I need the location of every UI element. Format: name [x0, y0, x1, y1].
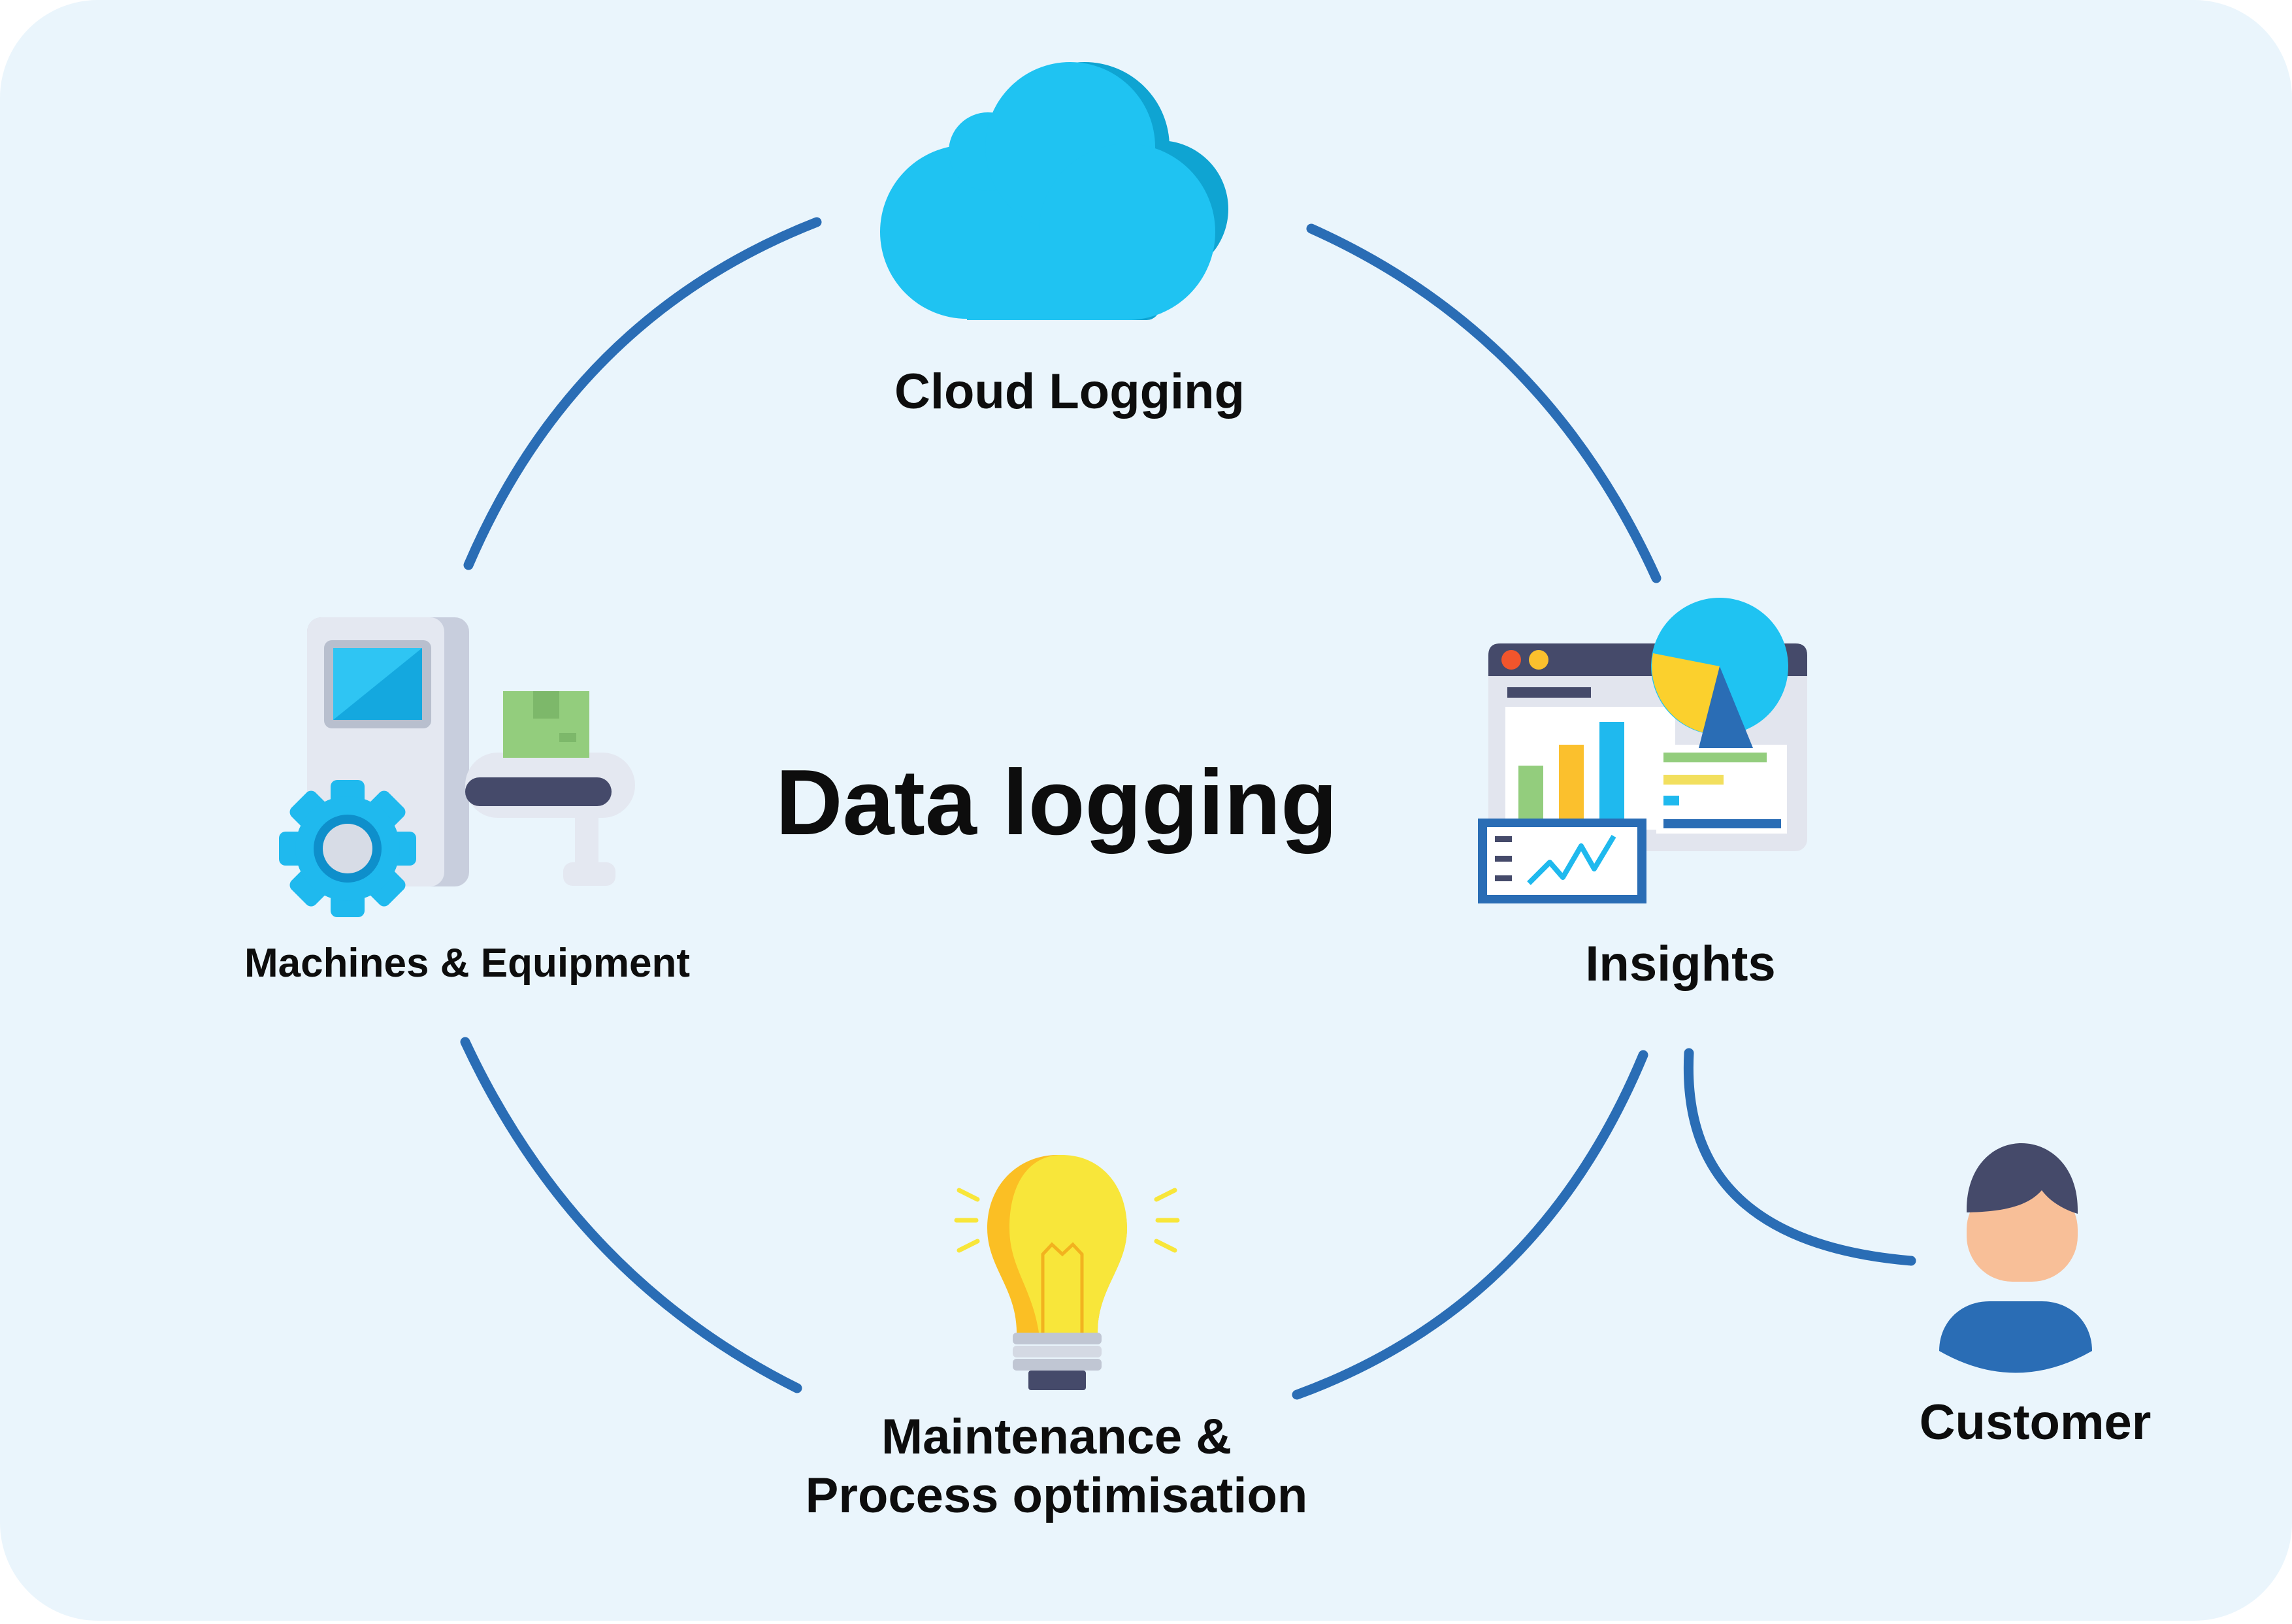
diagram-title: Data logging	[776, 751, 1337, 854]
customer-label: Customer	[1919, 1395, 2152, 1450]
gear-icon	[279, 780, 416, 917]
machines-equipment-label: Machines & Equipment	[244, 941, 691, 986]
arrow-insights-to-maintenance	[1292, 1050, 1648, 1400]
arrow-insights-to-customer	[1683, 1048, 1916, 1266]
maintenance-label-line1: Maintenance &	[881, 1409, 1232, 1465]
cloud-icon	[880, 62, 1228, 320]
cloud-logging-label: Cloud Logging	[894, 364, 1245, 419]
insights-label: Insights	[1585, 936, 1776, 992]
arrow-cloud-to-insights	[1306, 223, 1662, 583]
customer-person-icon	[1939, 1143, 2092, 1373]
maintenance-label-line2: Process optimisation	[805, 1468, 1308, 1523]
arrow-machines-to-cloud	[463, 217, 822, 570]
analytics-dashboard-icon	[1478, 598, 1807, 903]
conveyor-machine-icon	[279, 617, 635, 917]
arrow-maintenance-to-machines	[460, 1037, 802, 1393]
lightbulb-icon	[954, 1155, 1180, 1390]
